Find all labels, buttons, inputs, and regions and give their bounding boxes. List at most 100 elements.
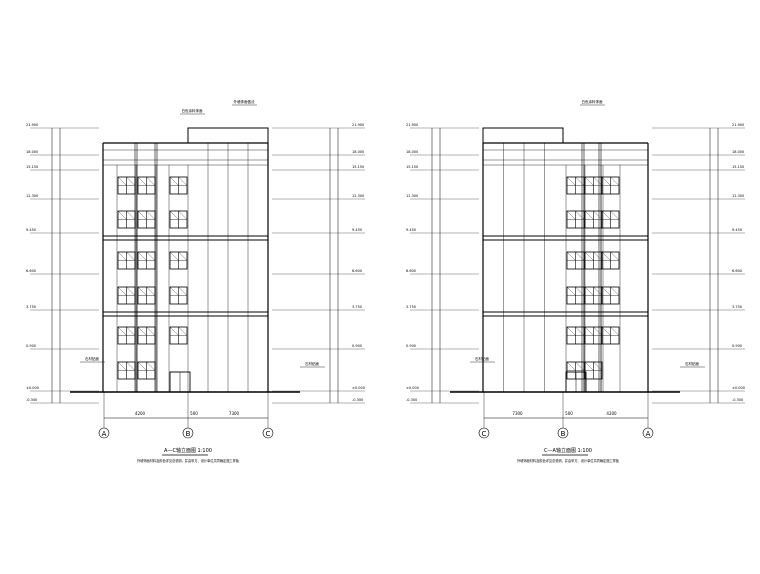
window-hatch [137, 286, 147, 296]
dimension-value: 500 [190, 411, 198, 416]
axis-bubble [557, 427, 569, 439]
window-hatch [137, 361, 147, 371]
window-hatch [178, 210, 188, 220]
window-hatch [126, 361, 136, 371]
axis-bubble [182, 427, 194, 439]
window-hatch [566, 326, 576, 336]
window-hatch [601, 251, 611, 261]
window-hatch [575, 210, 585, 220]
level-label-right: 0.900 [732, 344, 742, 348]
drawing-note: 外墙饰面材料及颜色详见总说明，并由甲方、设计单位共同确定施工样板 [137, 458, 240, 463]
window-hatch [601, 326, 611, 336]
window-hatch [610, 251, 620, 261]
window-hatch [575, 361, 585, 371]
callout-text: 石材贴面 [85, 356, 99, 361]
window-hatch [575, 251, 585, 261]
window-hatch [117, 251, 127, 261]
level-label-right: 15.150 [732, 165, 744, 169]
level-label-right: 3.750 [352, 305, 362, 309]
callout-text: 外墙饰面做法 [234, 99, 255, 104]
dimension-value: 500 [565, 411, 573, 416]
axis-bubble [262, 427, 274, 439]
level-label-left: 15.150 [26, 165, 38, 169]
window-hatch [126, 210, 136, 220]
window-hatch [117, 286, 127, 296]
window-hatch [584, 286, 594, 296]
window-hatch [566, 210, 576, 220]
axis-label: C [266, 430, 271, 438]
window-hatch [584, 251, 594, 261]
window-hatch [575, 286, 585, 296]
window-hatch [593, 361, 603, 371]
window-hatch [117, 326, 127, 336]
window-hatch [126, 176, 136, 186]
level-label-left: 12.300 [406, 194, 418, 198]
level-label-left: 21.900 [406, 123, 418, 127]
level-label-right: 21.900 [732, 123, 744, 127]
level-label-right: 18.000 [352, 150, 364, 154]
level-label-right: 0.900 [352, 344, 362, 348]
window-hatch [566, 286, 576, 296]
window-hatch [146, 251, 156, 261]
drawing-note: 外墙饰面材料及颜色详见总说明，并由甲方、设计单位共同确定施工样板 [517, 458, 620, 463]
window-hatch [137, 176, 147, 186]
window-hatch [584, 361, 594, 371]
window-hatch [610, 286, 620, 296]
dimension-value: 7300 [229, 411, 240, 416]
window-hatch [575, 176, 585, 186]
window-hatch [610, 326, 620, 336]
level-label-right: 6.600 [352, 269, 362, 273]
level-label-right: 9.450 [732, 228, 742, 232]
axis-bubble [98, 427, 110, 439]
level-label-left: -0.300 [406, 398, 417, 402]
window-hatch [117, 361, 127, 371]
axis-label: B [186, 430, 191, 438]
window-hatch [601, 210, 611, 220]
window-hatch [593, 286, 603, 296]
level-label-left: ±0.000 [406, 386, 419, 390]
window-hatch [126, 251, 136, 261]
dimension-value: 7300 [512, 411, 523, 416]
window-hatch [566, 251, 576, 261]
drawing-title: A—C轴立面图 1:100 [164, 447, 212, 454]
window-hatch [126, 286, 136, 296]
window-hatch [593, 176, 603, 186]
elevation-left: 21.900 21.900 18.000 18.000 15.150 15.150 12.3… [26, 99, 365, 463]
level-label-left: 6.600 [406, 269, 416, 273]
dimension-value: 4200 [135, 411, 146, 416]
level-label-right: 12.300 [352, 194, 364, 198]
window-hatch [146, 210, 156, 220]
level-label-right: -0.300 [732, 398, 743, 402]
level-label-left: 6.600 [26, 269, 36, 273]
level-label-left: 18.000 [26, 150, 38, 154]
level-label-right: 12.300 [732, 194, 744, 198]
level-label-left: 0.900 [26, 344, 36, 348]
window-hatch [169, 176, 179, 186]
level-label-right: 18.000 [732, 150, 744, 154]
level-label-right: 9.450 [352, 228, 362, 232]
drawing-title: C—A轴立面图 1:100 [544, 447, 592, 454]
window-hatch [610, 210, 620, 220]
callout-text: 白色涂料饰面 [182, 108, 203, 113]
level-label-left: 21.900 [26, 123, 38, 127]
level-label-left: 0.900 [406, 344, 416, 348]
window-hatch [584, 176, 594, 186]
window-hatch [178, 176, 188, 186]
level-label-left: -0.300 [26, 398, 37, 402]
axis-label: A [102, 430, 107, 438]
window-hatch [146, 286, 156, 296]
axis-label: A [646, 430, 651, 438]
level-label-right: 21.900 [352, 123, 364, 127]
callout-text: 石材贴面 [305, 361, 319, 366]
window-hatch [169, 286, 179, 296]
window-hatch [566, 361, 576, 371]
level-label-right: 15.150 [352, 165, 364, 169]
level-label-left: 18.000 [406, 150, 418, 154]
level-label-right: -0.300 [352, 398, 363, 402]
window-hatch [178, 251, 188, 261]
level-label-right: 3.750 [732, 305, 742, 309]
window-hatch [169, 210, 179, 220]
